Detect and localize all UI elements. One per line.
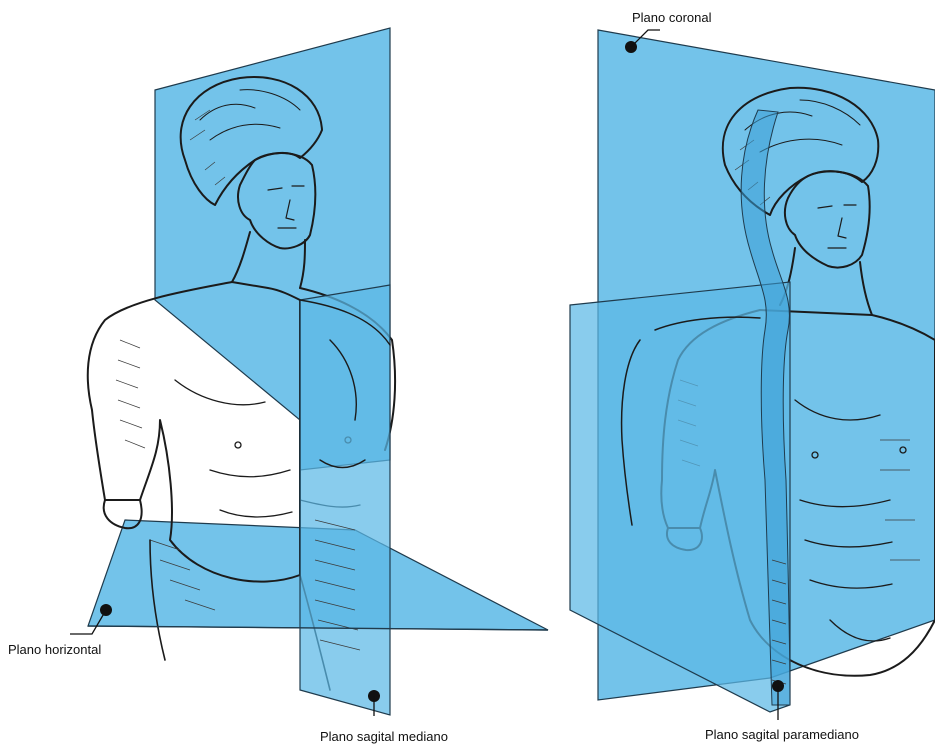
left-figure: Plano horizontal Plano sagital mediano: [8, 28, 548, 744]
right-figure: Plano coronal Plano sagital paramediano: [570, 10, 935, 742]
median-sagittal-plane-front: [300, 285, 390, 715]
median-plane-label: Plano sagital mediano: [320, 729, 448, 744]
coronal-plane-label: Plano coronal: [632, 10, 712, 25]
paramedian-plane-label: Plano sagital paramediano: [705, 727, 859, 742]
horizontal-plane-label: Plano horizontal: [8, 642, 101, 657]
